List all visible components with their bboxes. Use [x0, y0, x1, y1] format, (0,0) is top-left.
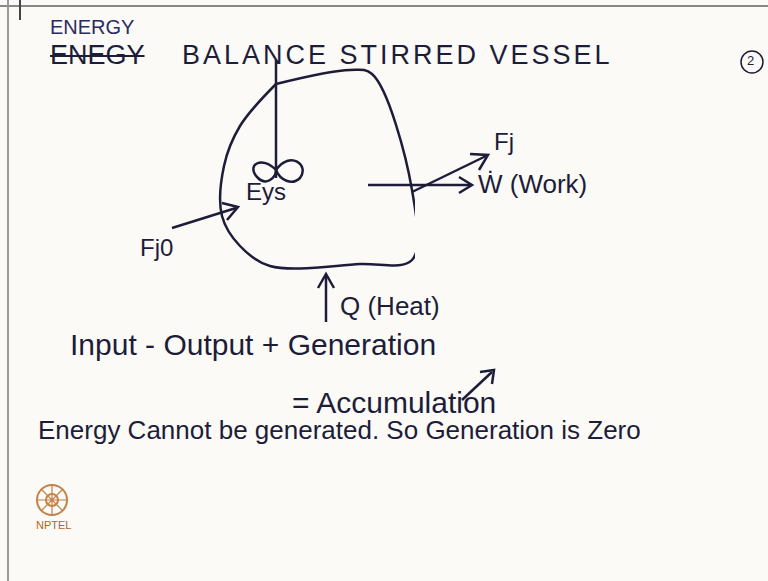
- note-text: Energy Cannot be generated. So Generatio…: [38, 416, 678, 446]
- watermark: NPTEL: [36, 519, 71, 532]
- page-edge: [7, 0, 9, 581]
- page-edge: [0, 5, 768, 7]
- stream-label: Fj0: [140, 234, 173, 262]
- page-number-ring: [741, 51, 763, 73]
- struck-text: ENEGY: [50, 40, 145, 71]
- heat-label: Q (Heat): [340, 292, 440, 322]
- page-number: 2: [747, 54, 754, 69]
- vessel-shape: [200, 66, 415, 272]
- vessel-outline: Eys: [200, 66, 415, 272]
- margin-mark: [19, 0, 21, 20]
- vessel-wall: [220, 70, 415, 269]
- stirrer-shaft: [275, 60, 278, 178]
- heading: BALANCE STIRRED VESSEL: [182, 40, 613, 71]
- system-energy: Eys: [246, 178, 286, 206]
- correction-text: ENERGY: [50, 16, 134, 39]
- equation-text: Input - Output + Generation: [70, 328, 436, 363]
- nptel-logo: [37, 485, 67, 515]
- stream-label: Fj: [494, 128, 514, 156]
- work-label: Ẇ (Work): [478, 170, 587, 200]
